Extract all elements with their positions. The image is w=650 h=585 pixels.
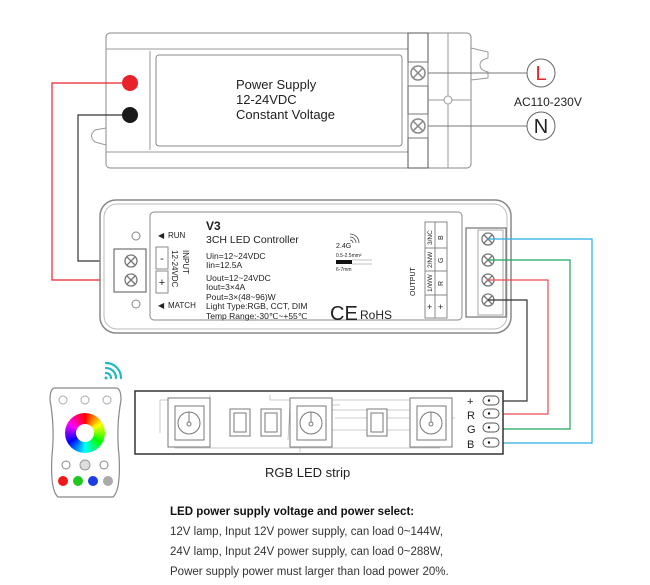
remote-button-mode (80, 395, 90, 405)
ce-mark: CE (330, 303, 358, 325)
color-wheel (65, 413, 105, 453)
wifi-signal-icon (104, 361, 123, 380)
remote-button-save (102, 395, 112, 405)
wire-strip-icon (336, 260, 352, 264)
input-minus: - (160, 253, 164, 265)
spec-iin: Iin=12.5A (206, 260, 242, 270)
remote-button-white (103, 476, 113, 486)
resistor-icon (260, 408, 282, 437)
remote-button-center (79, 459, 91, 471)
led-controller: ◀ RUN ◀ MATCH - + INPUT 12-24VDC V3 3CH … (99, 199, 512, 334)
run-indicator-icon: ◀ (158, 231, 165, 240)
strip-pin-g: G (467, 424, 476, 436)
output-plus-2: + (438, 302, 443, 312)
rgb-led-chip-icon (167, 397, 211, 448)
spec-light-type: Light Type:RGB, CCT, DIM (206, 301, 307, 311)
terminal-screw-icon (410, 65, 426, 81)
remote-button-blue (88, 476, 98, 486)
resistor-icon (366, 408, 388, 437)
strip-pin-plus: + (467, 396, 473, 408)
resistor-icon (229, 408, 251, 437)
controller-name: 3CH LED Controller (206, 234, 299, 246)
run-label: RUN (168, 231, 186, 240)
input-label: INPUT (181, 250, 190, 274)
led-strip-label: RGB LED strip (265, 465, 350, 480)
ps-title-line1: Power Supply (236, 77, 317, 92)
ac-voltage-label: AC110-230V (514, 95, 582, 109)
output-plus-1: + (427, 302, 432, 312)
terminal-screw-icon (410, 118, 426, 134)
strip-pin-b: B (467, 439, 474, 451)
spec-uout: Uout=12~24VDC (206, 273, 271, 283)
wireless-label: 2.4G (336, 243, 351, 250)
output-ch-3: 3/NC (427, 230, 434, 245)
input-screw-icon (124, 254, 138, 268)
power-select-note: LED power supply voltage and power selec… (170, 502, 449, 582)
rgb-led-chip-icon (289, 397, 333, 448)
ps-title-line3: Constant Voltage (236, 107, 335, 122)
ps-title-line2: 12-24VDC (236, 92, 297, 107)
output-color-b: B (438, 235, 445, 240)
match-indicator-icon: ◀ (158, 301, 165, 310)
controller-model: V3 (206, 219, 221, 233)
input-plus: + (159, 277, 165, 289)
wire-green (488, 259, 571, 430)
dc-negative-terminal (122, 107, 138, 123)
strip-pin-r: R (467, 410, 475, 422)
wireless-icon (349, 233, 360, 244)
wire-gauge-label: 0.5-2.5mm² (336, 253, 362, 259)
remote-button-power (58, 395, 68, 405)
mounting-tab (470, 47, 489, 81)
wire-positive (51, 82, 124, 281)
note-line-1: 12V lamp, Input 12V power supply, can lo… (170, 526, 444, 538)
note-line-3: Power supply power must larger than load… (170, 566, 449, 578)
input-screw-icon (124, 273, 138, 287)
note-line-2: 24V lamp, Input 24V power supply, can lo… (170, 546, 444, 558)
output-color-r: R (438, 281, 445, 286)
remote-button-red (58, 476, 68, 486)
wire-red (488, 279, 549, 415)
remote-button-green (73, 476, 83, 486)
spec-temp-range: Temp Range:-30℃~+55℃ (206, 311, 308, 321)
power-supply-label-panel (155, 54, 403, 147)
output-ch-1: 1/WW (427, 273, 434, 292)
spec-iout: Iout=3×4A (206, 282, 246, 292)
mounting-tab (91, 127, 107, 146)
rohs-mark: RoHS (360, 308, 392, 322)
spec-uin: Uin=12~24VDC (206, 251, 266, 261)
strip-length-label: 6-7mm (336, 267, 352, 273)
neutral-terminal-icon (526, 111, 556, 141)
spec-pout: Pout=3×(48~96)W (206, 292, 276, 302)
output-ch-2: 2/NW (427, 251, 434, 268)
output-color-g: G (438, 258, 445, 263)
wire-blue (488, 238, 593, 444)
match-label: MATCH (168, 301, 196, 310)
rgb-led-chip-icon (409, 397, 453, 448)
wire-common (488, 299, 528, 402)
remote-button-left (61, 460, 71, 470)
neutral-label: N (534, 116, 548, 138)
output-label: OUTPUT (410, 267, 417, 297)
live-terminal-icon (526, 58, 556, 88)
solder-pads (482, 395, 500, 448)
live-label: L (535, 63, 546, 85)
dc-positive-terminal (122, 75, 138, 91)
note-heading: LED power supply voltage and power selec… (170, 506, 415, 518)
remote-button-right (99, 460, 109, 470)
led-strip: + R G B RGB LED strip (134, 390, 504, 480)
power-supply: Power Supply 12-24VDC Constant Voltage L… (91, 32, 582, 169)
input-voltage-label: 12-24VDC (170, 250, 179, 288)
